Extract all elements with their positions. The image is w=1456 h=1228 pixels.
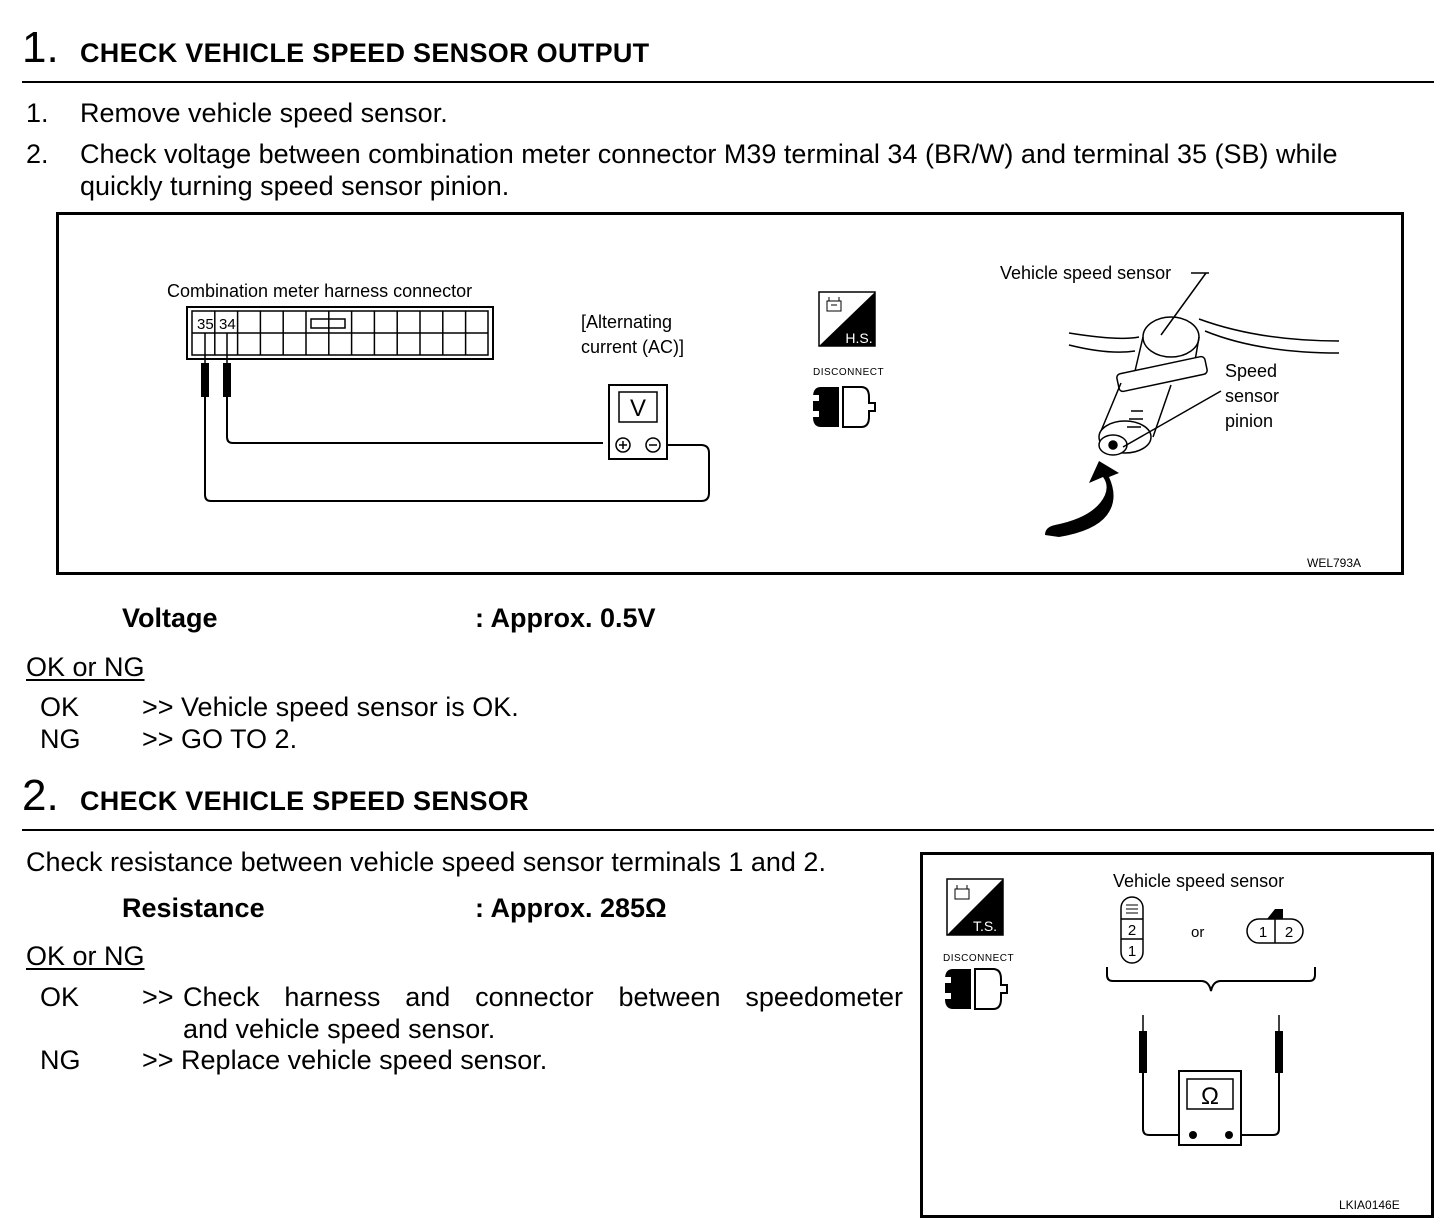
- pinion-label-3: pinion: [1225, 411, 1273, 431]
- instruction-2-text: Check voltage between combination meter …: [80, 139, 1338, 169]
- ok-or-ng-heading-1: OK or NG: [26, 652, 145, 682]
- disconnect-icon: [811, 386, 876, 428]
- instruction-1-text: Remove vehicle speed sensor.: [80, 98, 448, 128]
- step-2-number: 2.: [22, 771, 59, 820]
- disconnect-icon-2: [943, 968, 1008, 1010]
- ac-label-line-1: [Alternating: [581, 312, 672, 332]
- step-2-instruction: Check resistance between vehicle speed s…: [26, 847, 826, 877]
- pin-35-label: 35: [197, 316, 214, 333]
- figure-code-2: LKIA0146E: [1339, 1198, 1400, 1212]
- ok-arrow-2: >>: [142, 982, 174, 1012]
- hs-icon: H.S.: [818, 291, 876, 347]
- horizontal-pin-1: 1: [1259, 924, 1267, 941]
- vehicle-speed-sensor-illustration: [1068, 316, 1340, 456]
- step-1-number: 1.: [22, 23, 59, 72]
- resistance-check-diagram: T.S. DISCONNECT Vehicle speed sensor 2 1…: [943, 871, 1400, 1212]
- horizontal-pin-2: 2: [1285, 924, 1293, 941]
- instruction-2-number: 2.: [26, 139, 49, 169]
- ok-label-2: OK: [40, 982, 80, 1012]
- connector-brace: [1106, 967, 1316, 992]
- ac-label-line-2: current (AC)]: [581, 337, 684, 357]
- ohmmeter-symbol: Ω: [1201, 1083, 1219, 1110]
- step-1-divider: [22, 81, 1434, 83]
- vertical-sensor-connector: [1120, 896, 1144, 964]
- voltmeter-symbol: V: [630, 395, 646, 422]
- hs-icon-text: H.S.: [845, 330, 872, 346]
- resistance-check-figure: T.S. DISCONNECT Vehicle speed sensor 2 1…: [920, 852, 1434, 1218]
- ng-result-2: >> Replace vehicle speed sensor.: [142, 1045, 548, 1075]
- ok-result-2-cont: and vehicle speed sensor.: [183, 1014, 496, 1044]
- voltage-check-diagram: Combination meter harness connector 35 3…: [167, 263, 1361, 570]
- sensor-leader-line: [1160, 272, 1207, 336]
- ok-result-2: Check harness and connector between spee…: [183, 982, 903, 1012]
- horizontal-sensor-connector: [1246, 909, 1304, 944]
- pin-34-label: 34: [219, 316, 236, 333]
- ts-icon-text: T.S.: [973, 918, 997, 934]
- ts-icon: T.S.: [946, 878, 1004, 936]
- connector-label: Combination meter harness connector: [167, 281, 472, 301]
- pinion-leader-line: [1122, 390, 1222, 448]
- ng-result-1: >> GO TO 2.: [142, 724, 298, 754]
- ng-label-2: NG: [40, 1045, 81, 1075]
- resistance-spec-value: : Approx. 285Ω: [475, 893, 667, 923]
- disconnect-label: DISCONNECT: [813, 367, 884, 378]
- sensor-label-2: Vehicle speed sensor: [1113, 871, 1284, 891]
- vertical-pin-1: 1: [1128, 943, 1136, 960]
- ok-label-1: OK: [40, 692, 80, 722]
- step-1-title: CHECK VEHICLE SPEED SENSOR OUTPUT: [80, 38, 650, 68]
- figure-code: WEL793A: [1307, 556, 1361, 570]
- voltage-spec-name: Voltage: [122, 603, 218, 633]
- disconnect-label-2: DISCONNECT: [943, 953, 1014, 964]
- ok-result-1: >> Vehicle speed sensor is OK.: [142, 692, 519, 722]
- voltage-spec-value: : Approx. 0.5V: [475, 603, 656, 633]
- ohmmeter-probes: [1139, 1015, 1283, 1136]
- instruction-1-number: 1.: [26, 98, 49, 128]
- vertical-pin-2: 2: [1128, 922, 1136, 939]
- instruction-2-text-cont: quickly turning speed sensor pinion.: [80, 171, 510, 201]
- voltage-check-figure: Combination meter harness connector 35 3…: [56, 212, 1404, 575]
- pinion-label-1: Speed: [1225, 361, 1277, 381]
- harness-connector: [186, 306, 494, 360]
- step-2-divider: [22, 829, 1434, 831]
- rotation-arrow-icon: [1045, 461, 1119, 537]
- voltmeter: V: [608, 384, 668, 460]
- pinion-label-2: sensor: [1225, 386, 1279, 406]
- or-text: or: [1191, 924, 1204, 941]
- probe-leads: [201, 333, 710, 502]
- step-2-title: CHECK VEHICLE SPEED SENSOR: [80, 786, 529, 816]
- ng-label-1: NG: [40, 724, 81, 754]
- sensor-label: Vehicle speed sensor: [1000, 263, 1171, 283]
- resistance-spec-name: Resistance: [122, 893, 265, 923]
- ohmmeter: Ω: [1178, 1070, 1242, 1146]
- ok-or-ng-heading-2: OK or NG: [26, 941, 145, 971]
